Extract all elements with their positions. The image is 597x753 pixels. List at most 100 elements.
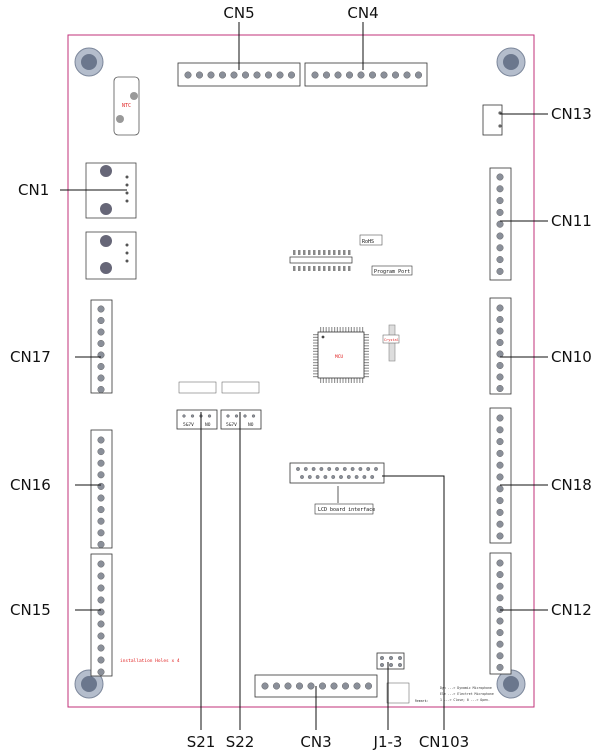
mcu-lead: [313, 353, 318, 355]
mcu-lead: [322, 327, 324, 332]
mcu-lead: [364, 376, 369, 378]
mcu-lead: [364, 373, 369, 375]
cn4-pin: [357, 71, 365, 79]
cn16-pin: [97, 448, 105, 456]
mcu-lead: [313, 348, 318, 350]
jumper-j1-3: [376, 652, 410, 704]
mcu-lead: [331, 327, 333, 332]
program-port-pin: [293, 266, 296, 271]
lcd-pin: [346, 475, 351, 479]
ntc-label: NTC: [122, 103, 131, 109]
mcu-lead: [348, 378, 350, 383]
cn12-pin: [496, 559, 504, 567]
program-port-pin: [343, 266, 346, 271]
mcu-lead: [313, 376, 318, 378]
installation-holes-note: installation Holes x 4: [120, 658, 180, 664]
program-port-pin: [318, 266, 321, 271]
callout-cn17: CN17: [10, 348, 51, 366]
cn17-pin: [97, 305, 105, 313]
mcu-lead: [345, 327, 347, 332]
s21-pin: [182, 414, 186, 418]
cn5-pin: [195, 71, 203, 79]
program-port-pin: [303, 250, 306, 255]
cn11-pin: [496, 197, 504, 205]
cn3-pin: [307, 682, 315, 690]
connector-cn11: [489, 167, 512, 281]
mcu-lead: [356, 378, 358, 383]
mcu-lead: [313, 334, 318, 336]
cn3-pin: [284, 682, 292, 690]
mcu-lead: [364, 336, 369, 338]
mcu-lead: [359, 327, 361, 332]
mcu-lead: [364, 362, 369, 364]
mcu-lead: [313, 342, 318, 344]
cn16-pin: [97, 506, 105, 514]
connector-cn17: [90, 299, 113, 394]
connector-cn15: [90, 553, 113, 677]
mcu-lead: [348, 327, 350, 332]
mcu-lead: [313, 367, 318, 369]
program-port-pin: [303, 266, 306, 271]
cn5-pin: [241, 71, 249, 79]
cn15-pin: [97, 584, 105, 592]
cn10-pin: [496, 339, 504, 347]
cn5-pin: [230, 71, 238, 79]
cn4-pin: [334, 71, 342, 79]
callout-lines: [60, 22, 548, 730]
cn17-pin: [97, 328, 105, 336]
mcu-lead: [364, 348, 369, 350]
mcu-chip: MCU: [313, 327, 369, 383]
lcd-pin: [323, 475, 328, 479]
mounting-hole-top-right: [496, 47, 526, 77]
mcu-lead: [364, 339, 369, 341]
cn4-pin: [311, 71, 319, 79]
mcu-lead: [364, 345, 369, 347]
connector-cn200: [85, 231, 137, 280]
cn5-pin: [276, 71, 284, 79]
cn18-pin: [496, 532, 504, 540]
cn17-pin: [97, 317, 105, 325]
cn12-pin: [496, 594, 504, 602]
cn15-pin: [97, 668, 105, 676]
mcu-lead: [334, 327, 336, 332]
cn15-pin: [97, 632, 105, 640]
callout-cn12: CN12: [551, 601, 592, 619]
cn4-pin: [380, 71, 388, 79]
cn5-pin: [253, 71, 261, 79]
cn18-pin: [496, 449, 504, 457]
mcu-lead: [313, 362, 318, 364]
cn18-pin: [496, 414, 504, 422]
mcu-lead: [364, 353, 369, 355]
cn10-pin: [496, 304, 504, 312]
cn12-pin: [496, 617, 504, 625]
j1-pin: [398, 663, 403, 668]
mcu-lead: [313, 356, 318, 358]
connector-cn4: [304, 62, 428, 87]
s22-pin: [243, 414, 247, 418]
j1-pin: [389, 663, 394, 668]
mcu-lead: [325, 378, 327, 383]
mcu-lead: [345, 378, 347, 383]
ntc-sensor: NTC: [113, 76, 140, 136]
mcu-lead: [313, 373, 318, 375]
cn4-pin: [415, 71, 423, 79]
j1-pin: [380, 656, 385, 661]
program-port-pin: [343, 250, 346, 255]
mcu-lead: [353, 378, 355, 383]
connector-cn18: [489, 407, 512, 544]
cn15-pin: [97, 620, 105, 628]
callout-cn1: CN1: [18, 181, 49, 199]
program-port-pin: [333, 250, 336, 255]
callout-cn103: CN103: [419, 733, 469, 751]
j1-pin: [380, 663, 385, 668]
lcd-pin: [374, 467, 378, 471]
s22-dc-label: 5&7V: [226, 422, 237, 428]
connector-cn12: [489, 552, 512, 675]
mcu-lead: [362, 327, 364, 332]
connector-cn5: [177, 62, 301, 87]
cn18-pin: [496, 461, 504, 469]
j1-pin: [398, 656, 403, 661]
cn18-pin: [496, 438, 504, 446]
cn10-pin: [496, 373, 504, 381]
remark-line-1: Dyn ---> Dynamic Microphone: [440, 686, 492, 690]
